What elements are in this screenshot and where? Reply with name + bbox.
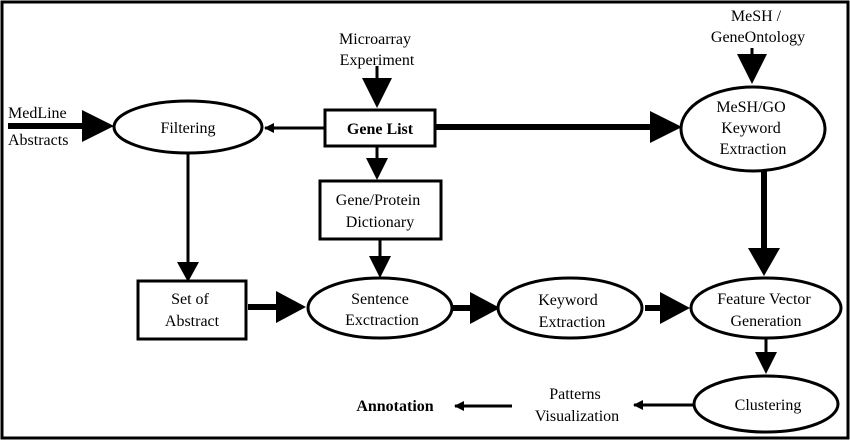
dictionary-node — [318, 179, 443, 241]
keyword-extraction-label: Keyword Extraction — [538, 292, 605, 331]
arrowhead-filtering-left — [82, 110, 114, 142]
feature-vector-label: Feature Vector Generation — [717, 291, 814, 330]
microarray-label: Microarray Experiment — [339, 31, 415, 69]
arrowhead-gene-list-top — [362, 78, 392, 108]
arrowhead-mesh-extraction-left — [650, 111, 682, 143]
gene-list-node — [323, 108, 437, 148]
set-of-abstract-label: Set of Abstract — [165, 291, 220, 330]
dictionary-label: Gene/Protein Dictionary — [336, 192, 424, 231]
shapes — [112, 85, 843, 434]
set-of-abstract-node — [136, 279, 248, 341]
arrowhead-clustering-top — [755, 352, 777, 374]
patterns-label: Patterns Visualization — [535, 386, 619, 425]
filtering-node — [112, 99, 264, 155]
mesh-source-label: MeSH / GeneOntology — [711, 8, 805, 46]
arrowhead-mesh-extraction-top — [737, 54, 767, 84]
gene-list-label: Gene List — [347, 121, 414, 138]
filtering-label: Filtering — [160, 120, 215, 137]
clustering-node — [692, 374, 840, 434]
arrowhead-sentence-left — [276, 291, 306, 323]
arrowhead-keyword-left — [470, 292, 500, 324]
arrowhead-set-of-abstract-top — [177, 262, 199, 282]
annotation-label: Annotation — [356, 398, 433, 415]
arrowhead-sentence-top — [369, 256, 391, 278]
arrowhead-feature-vector-left — [660, 292, 690, 324]
arrowhead-dictionary-top — [366, 158, 388, 180]
edges — [8, 48, 780, 411]
feature-vector-node — [689, 276, 843, 340]
arrowhead-feature-vector-top — [748, 248, 780, 276]
mesh-go-extraction-node — [679, 85, 827, 173]
medline-label: MedLine Abstracts — [8, 105, 71, 149]
sentence-extraction-node — [306, 276, 454, 340]
sentence-extraction-label: Sentence Exctraction — [345, 291, 419, 329]
keyword-extraction-node — [496, 276, 644, 340]
clustering-label: Clustering — [735, 397, 802, 414]
labels: Microarray Experiment MeSH / GeneOntolog… — [8, 8, 814, 425]
mesh-go-extraction-label: MeSH/GO Keyword Extraction — [716, 99, 789, 158]
